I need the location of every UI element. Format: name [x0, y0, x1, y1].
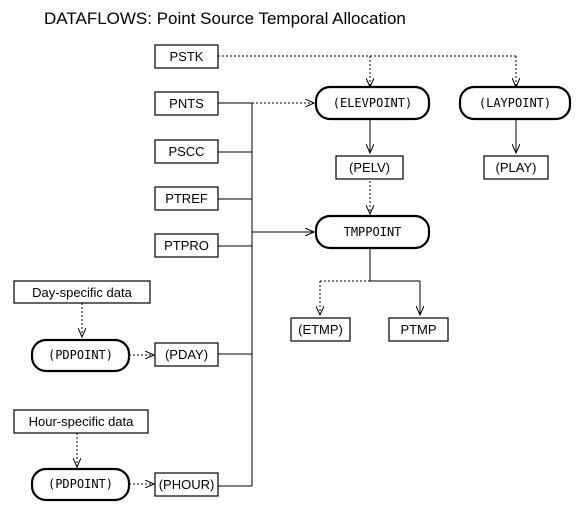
- svg-text:Day-specific data: Day-specific data: [32, 285, 132, 300]
- svg-text:(LAYPOINT): (LAYPOINT): [479, 96, 551, 110]
- svg-text:PTPRO: PTPRO: [164, 238, 209, 253]
- file-etmp: (ETMP): [290, 317, 351, 342]
- svg-text:(ETMP): (ETMP): [298, 322, 343, 337]
- svg-text:PSCC: PSCC: [168, 144, 204, 159]
- file-play: (PLAY): [483, 155, 549, 180]
- file-pstk: PSTK: [154, 44, 219, 69]
- svg-text:(PDPOINT): (PDPOINT): [48, 477, 113, 491]
- svg-text:(PHOUR): (PHOUR): [159, 477, 215, 492]
- svg-text:PSTK: PSTK: [170, 49, 204, 64]
- svg-text:PTREF: PTREF: [165, 191, 208, 206]
- file-phour: (PHOUR): [154, 472, 219, 497]
- file-pnts: PNTS: [154, 91, 219, 116]
- svg-text:(PDAY): (PDAY): [165, 347, 208, 362]
- pstk-connector: [218, 55, 516, 87]
- svg-text:TMPPOINT: TMPPOINT: [344, 225, 402, 239]
- file-pday: (PDAY): [154, 342, 219, 367]
- svg-text:Hour-specific data: Hour-specific data: [29, 414, 135, 429]
- program-pdpoint-day: (PDPOINT): [30, 338, 131, 373]
- file-pscc: PSCC: [154, 139, 219, 164]
- svg-text:PNTS: PNTS: [169, 96, 204, 111]
- program-elevpoint: (ELEVPOINT): [314, 85, 431, 121]
- file-day-specific-data: Day-specific data: [13, 280, 151, 304]
- svg-text:(PELV): (PELV): [349, 160, 390, 175]
- file-hour-specific-data: Hour-specific data: [13, 409, 149, 434]
- tmppoint-output-connector: [320, 249, 420, 315]
- file-ptmp: PTMP: [388, 317, 449, 342]
- input-bus-connector: [218, 102, 314, 487]
- svg-text:(ELEVPOINT): (ELEVPOINT): [333, 96, 412, 110]
- diagram-title: DATAFLOWS: Point Source Temporal Allocat…: [44, 9, 406, 28]
- file-pelv: (PELV): [335, 155, 404, 180]
- svg-text:(PDPOINT): (PDPOINT): [48, 348, 113, 362]
- svg-text:(PLAY): (PLAY): [496, 160, 537, 175]
- svg-text:PTMP: PTMP: [400, 322, 436, 337]
- file-ptpro: PTPRO: [154, 233, 219, 258]
- program-laypoint: (LAYPOINT): [458, 85, 572, 121]
- file-ptref: PTREF: [154, 186, 219, 211]
- program-pdpoint-hour: (PDPOINT): [30, 467, 131, 502]
- program-tmppoint: TMPPOINT: [314, 214, 431, 250]
